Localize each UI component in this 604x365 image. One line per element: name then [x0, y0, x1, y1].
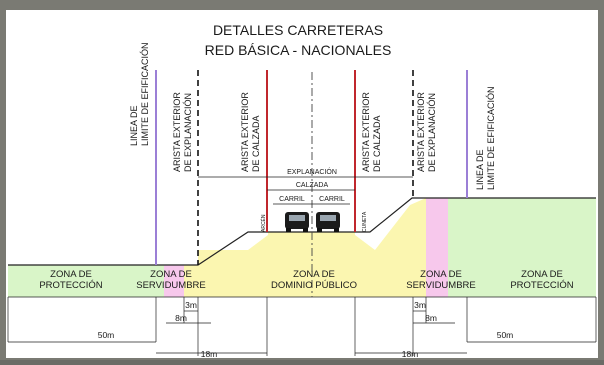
svg-text:ZONA DE: ZONA DE [293, 269, 335, 280]
zone-label-proteccion-right: ZONA DE PROTECCIÓN [510, 269, 573, 291]
dim-extension-lines [7, 297, 597, 356]
svg-text:ZONA DE: ZONA DE [420, 269, 462, 280]
zone-proteccion-left-fill [8, 265, 156, 297]
zone-label-dominio: ZONA DE DOMINIO PÚBLICO [271, 269, 357, 291]
svg-text:ARISTA EXTERIOR: ARISTA EXTERIOR [416, 92, 426, 172]
label-explanacion: EXPLANACIÓN [287, 167, 337, 176]
car-right-icon [316, 212, 340, 232]
dim-50m-right-label: 50m [497, 330, 514, 340]
label-arista-explanacion-left: ARISTA EXTERIOR DE EXPLANACIÓN [172, 92, 193, 172]
dim-3m-right-label: 3m [414, 300, 426, 310]
svg-text:LIMITE DE EFIFICACIÓN: LIMITE DE EFIFICACIÓN [486, 86, 496, 190]
svg-text:SERVIDUMBRE: SERVIDUMBRE [406, 280, 476, 291]
svg-text:DOMINIO PÚBLICO: DOMINIO PÚBLICO [271, 280, 357, 291]
svg-text:LIMITE DE EFIFICACIÓN: LIMITE DE EFIFICACIÓN [140, 42, 150, 146]
svg-text:ZONA DE: ZONA DE [50, 269, 92, 280]
svg-text:DE CALZADA: DE CALZADA [372, 115, 382, 172]
svg-text:ARISTA EXTERIOR: ARISTA EXTERIOR [240, 92, 250, 172]
svg-text:PROTECCIÓN: PROTECCIÓN [510, 280, 573, 291]
label-calzada: CALZADA [296, 182, 329, 189]
title-line-1: DETALLES CARRETERAS [213, 22, 383, 38]
dim-3m-left-label: 3m [185, 300, 197, 310]
svg-text:ZONA DE: ZONA DE [521, 269, 563, 280]
zone-servidumbre-left-pink [164, 265, 184, 297]
label-arista-calzada-left: ARISTA EXTERIOR DE CALZADA [240, 92, 261, 172]
label-carril-left: CARRIL [279, 196, 305, 203]
svg-text:PROTECCIÓN: PROTECCIÓN [39, 280, 102, 291]
dim-50m-left-label: 50m [98, 330, 115, 340]
svg-text:SERVIDUMBRE: SERVIDUMBRE [136, 280, 206, 291]
zone-label-servidumbre-left: ZONA DE SERVIDUMBRE [136, 269, 206, 291]
car-left-icon [285, 212, 309, 232]
zone-servidumbre-right-green [448, 198, 462, 297]
zone-dominio-fill [184, 198, 426, 297]
zone-servidumbre-right-pink [426, 198, 448, 297]
label-arcen: ARCÉN [260, 214, 267, 232]
zone-label-servidumbre-right: ZONA DE SERVIDUMBRE [406, 269, 476, 291]
svg-text:DE EXPLANACIÓN: DE EXPLANACIÓN [183, 93, 193, 172]
zone-label-proteccion-left: ZONA DE PROTECCIÓN [39, 269, 102, 291]
svg-text:ARISTA EXTERIOR: ARISTA EXTERIOR [172, 92, 182, 172]
svg-text:ARCÉN: ARCÉN [260, 214, 267, 232]
svg-text:LINEA DE: LINEA DE [129, 105, 139, 146]
title-line-2: RED BÁSICA - NACIONALES [205, 42, 392, 58]
svg-text:ZONA DE: ZONA DE [150, 269, 192, 280]
svg-text:CUNETA: CUNETA [362, 211, 368, 232]
dim-8m-left-label: 8m [175, 313, 187, 323]
label-arista-calzada-right: ARISTA EXTERIOR DE CALZADA [361, 92, 382, 172]
label-cuneta: CUNETA [362, 211, 368, 232]
svg-text:LINEA DE: LINEA DE [475, 149, 485, 190]
label-carril-right: CARRIL [319, 196, 345, 203]
label-arista-explanacion-right: ARISTA EXTERIOR DE EXPLANACIÓN [416, 92, 437, 172]
svg-text:DE EXPLANACIÓN: DE EXPLANACIÓN [427, 93, 437, 172]
dim-18m-right-label: 18m [402, 349, 419, 359]
ground-profile-line [8, 197, 596, 266]
diagram-panel [6, 10, 598, 358]
label-limite-right: LINEA DE LIMITE DE EFIFICACIÓN [475, 86, 496, 190]
dim-8m-right-label: 8m [425, 313, 437, 323]
dim-18m-left-label: 18m [201, 349, 218, 359]
svg-text:ARISTA EXTERIOR: ARISTA EXTERIOR [361, 92, 371, 172]
zone-proteccion-right-fill [462, 198, 596, 297]
svg-text:DE CALZADA: DE CALZADA [251, 115, 261, 172]
label-limite-left: LINEA DE LIMITE DE EFIFICACIÓN [129, 42, 150, 146]
